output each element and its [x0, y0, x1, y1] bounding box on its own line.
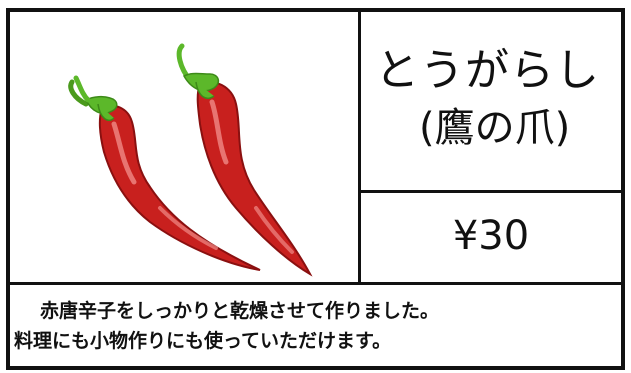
product-name: とうがらし	[375, 45, 600, 96]
left-chili-pepper	[68, 75, 261, 271]
description-line-1: 赤唐辛子をしっかりと乾燥させて作りました。	[40, 300, 440, 322]
product-card: とうがらし (鷹の爪) ¥30 赤唐辛子をしっかりと乾燥させて作りました。 料理…	[6, 8, 625, 370]
product-name-cell: とうがらし (鷹の爪)	[361, 12, 621, 193]
right-chili-pepper	[176, 43, 313, 277]
product-description-cell: 赤唐辛子をしっかりと乾燥させて作りました。 料理にも小物作りにも使っていただけま…	[10, 282, 621, 369]
product-alt-name: (鷹の爪)	[419, 105, 571, 151]
chili-pepper-image	[68, 43, 313, 277]
product-price: ¥30	[452, 213, 530, 259]
description-line-2: 料理にも小物作りにも使っていただけます。	[14, 330, 392, 352]
product-image-cell	[10, 12, 361, 282]
product-price-cell: ¥30	[361, 193, 621, 282]
